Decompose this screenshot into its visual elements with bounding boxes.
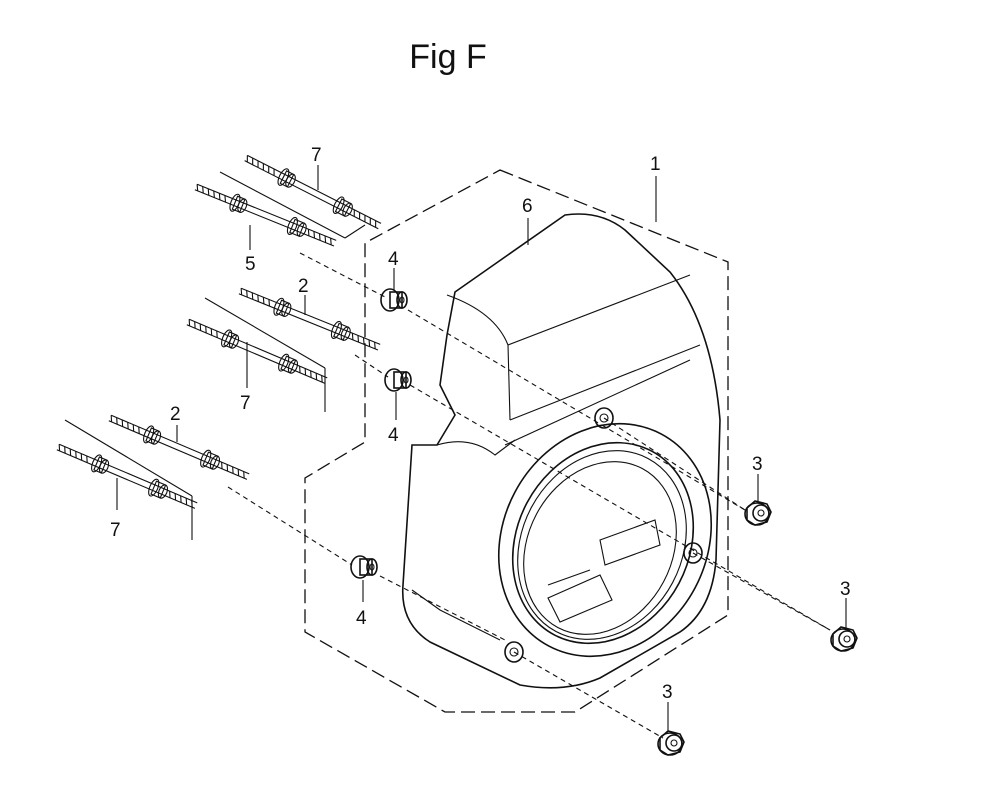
callout-4-middle: 4	[388, 425, 399, 446]
stud-7-top-underline	[219, 171, 346, 239]
callout-7-lower: 7	[110, 520, 121, 541]
callout-2-lower: 2	[170, 404, 181, 425]
stud-part-7-middle	[183, 313, 331, 390]
nut-part-3-lower	[657, 730, 685, 756]
fan-shroud-housing	[401, 213, 721, 689]
callout-5: 5	[245, 254, 256, 275]
collar-part-4-middle	[384, 368, 412, 392]
stud-part-5	[192, 178, 339, 253]
callout-4-upper: 4	[388, 249, 399, 270]
callout-6: 6	[522, 196, 533, 217]
callout-3-middle: 3	[840, 579, 851, 600]
stud-part-2-upper	[236, 282, 383, 357]
callout-3-lower: 3	[662, 682, 673, 703]
callout-3-upper: 3	[752, 454, 763, 475]
callout-1: 1	[650, 154, 661, 175]
callout-7-top: 7	[311, 145, 322, 166]
callout-2-upper: 2	[298, 276, 309, 297]
callout-4-lower: 4	[356, 608, 367, 629]
nut-part-3-upper	[744, 500, 772, 526]
assembly-leader-lines	[227, 252, 831, 739]
collar-part-4-upper	[380, 288, 408, 312]
callout-7-middle: 7	[240, 393, 251, 414]
nut-part-3-middle	[830, 626, 858, 652]
assembly-outline-shroud	[304, 169, 729, 713]
figure-title: Fig F	[409, 38, 487, 76]
collar-part-4-lower	[350, 555, 378, 579]
